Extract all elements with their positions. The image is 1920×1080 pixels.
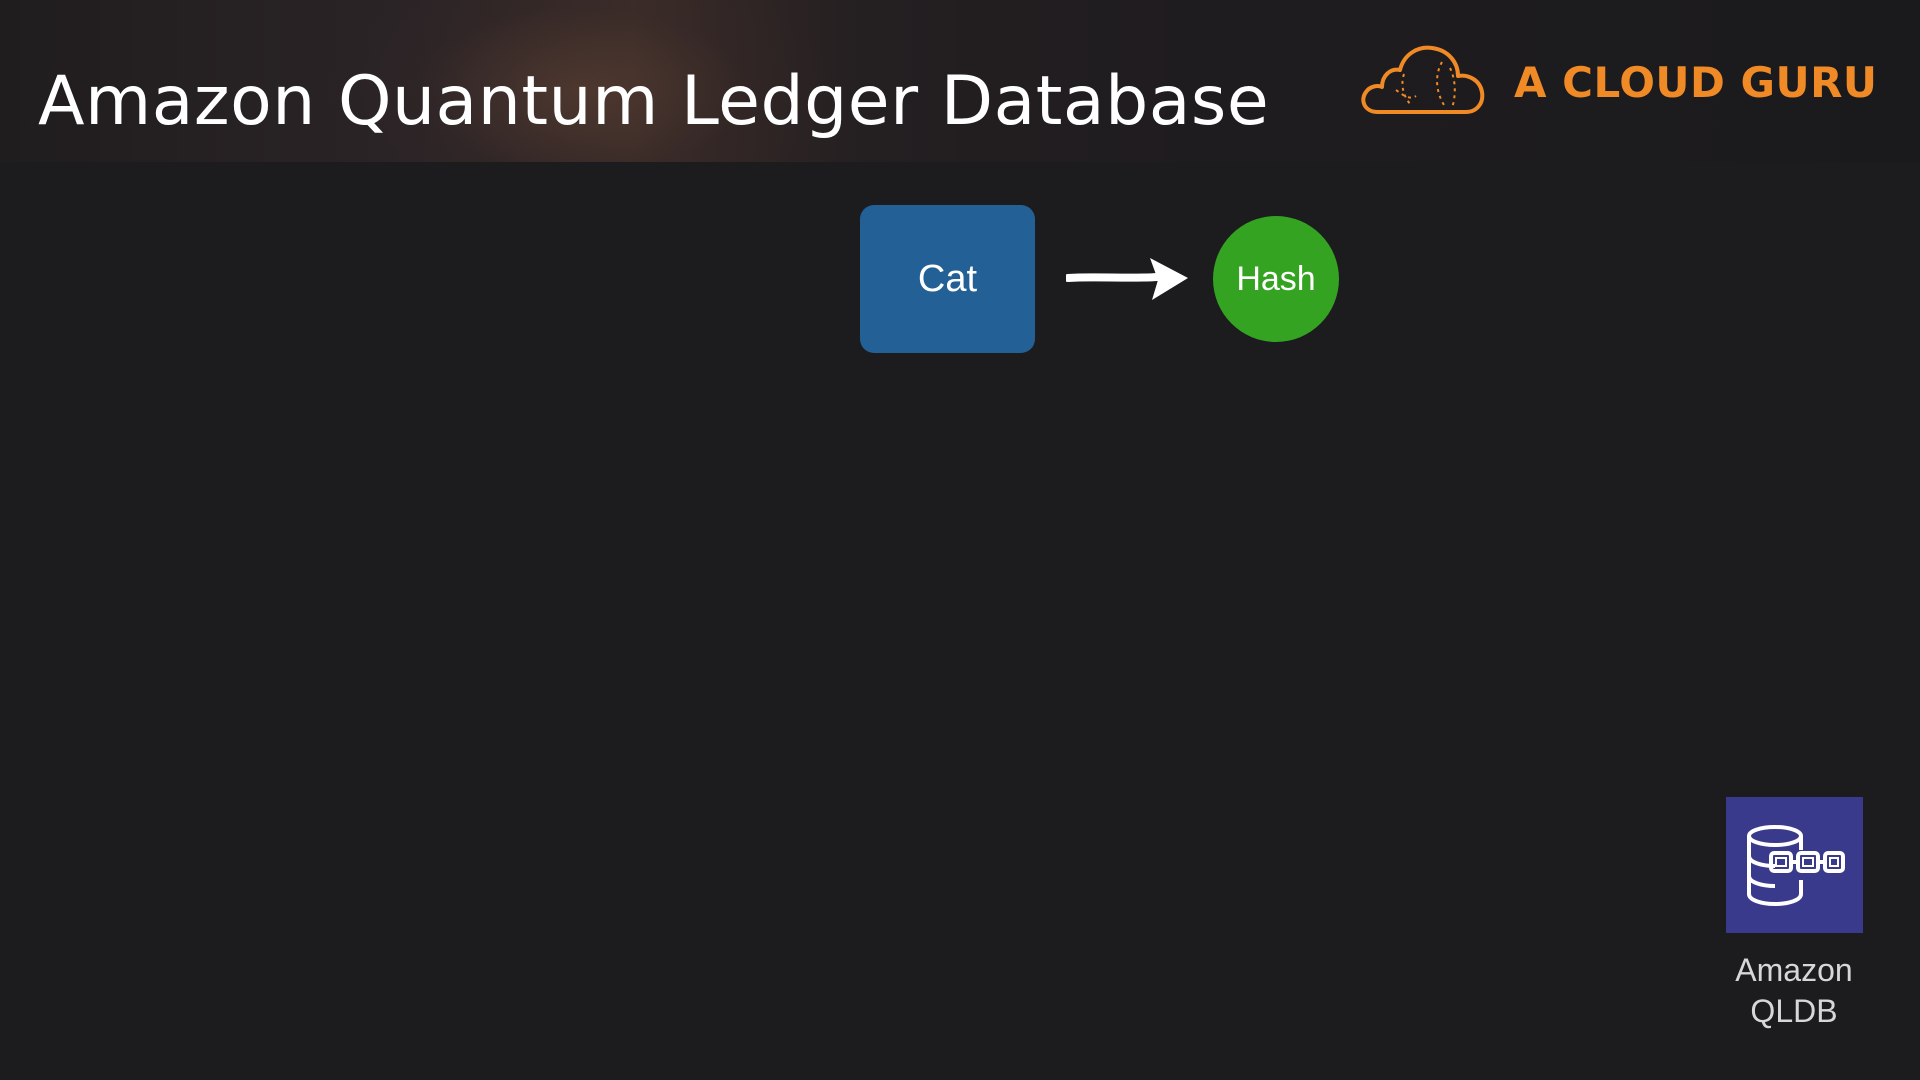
right-arrow-icon: [1066, 258, 1188, 300]
slide-title: Amazon Quantum Ledger Database: [38, 62, 1270, 141]
header-bar: Amazon Quantum Ledger Database A CLOUD G…: [0, 0, 1920, 162]
service-label: Amazon QLDB: [1694, 950, 1894, 1032]
database-chain-icon: [1746, 825, 1845, 907]
qldb-service-icon: [1726, 797, 1863, 933]
service-label-line2: QLDB: [1750, 993, 1838, 1029]
cat-node: Cat: [860, 205, 1035, 353]
cloud-logo-icon: [1361, 45, 1485, 114]
cat-node-label: Cat: [917, 257, 978, 300]
service-label-line1: Amazon: [1735, 952, 1853, 988]
hash-node: Hash: [1213, 216, 1339, 342]
brand-logo: A CLOUD GURU: [1356, 40, 1878, 124]
hash-node-label: Hash: [1236, 259, 1316, 298]
header-background-image: [320, 0, 840, 162]
logo-text: A CLOUD GURU: [1514, 57, 1878, 107]
